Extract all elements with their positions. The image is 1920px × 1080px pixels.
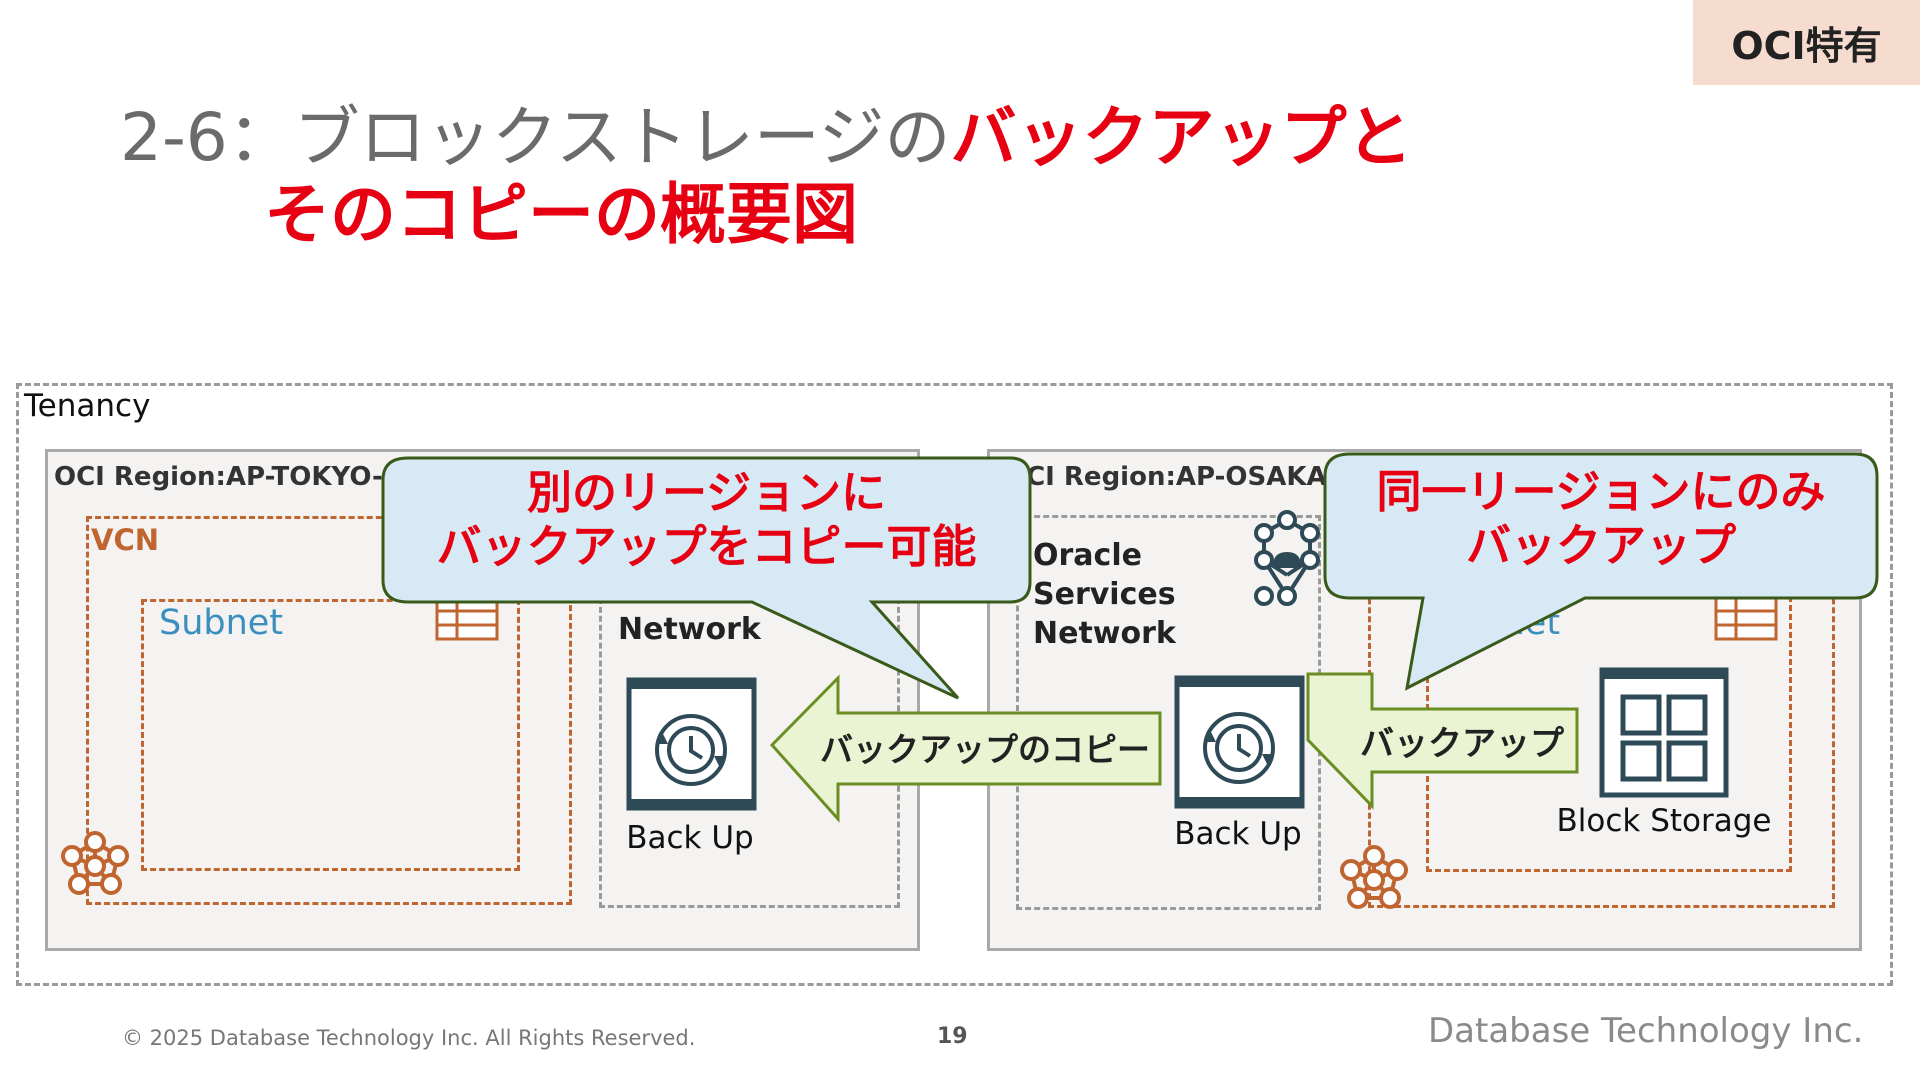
callout-right-line-1: 同一リージョンにのみ: [1376, 465, 1826, 518]
callout-right-text: 同一リージョンにのみ バックアップ: [1325, 465, 1877, 573]
arrow-backup-label: バックアップ: [1360, 724, 1564, 764]
arrow-copy-label: バックアップのコピー: [820, 730, 1150, 769]
callout-right-line-2: バックアップ: [1465, 519, 1736, 572]
callout-left-line-1: 別のリージョンに: [526, 466, 887, 519]
security-list-icon-osaka: [1714, 595, 1778, 641]
block-storage-label: Block Storage: [1556, 803, 1772, 839]
page-number: 19: [937, 1024, 968, 1049]
vcn-icon-osaka: [1340, 845, 1408, 909]
oci-specific-tag: OCI特有: [1693, 0, 1920, 85]
tenancy-box: [16, 383, 1893, 986]
security-list-icon-tokyo: [435, 595, 499, 641]
osn-label-line-2: Services: [1033, 577, 1176, 612]
block-storage-icon: [1599, 667, 1729, 798]
region-tokyo-label: OCI Region:AP-TOKYO-1: [54, 462, 401, 492]
backup-label-osaka: Back Up: [1174, 816, 1302, 852]
backup-icon-tokyo: [626, 677, 757, 811]
footer-brand-logo: Database Technology Inc.: [1428, 1011, 1864, 1051]
slide-title: 2-6：ブロックストレージのバックアップと: [120, 98, 1413, 178]
arrow-backup: [1306, 672, 1579, 810]
arrow-backup-copy: [769, 674, 1162, 823]
callout-right-shape: [1323, 452, 1879, 691]
tenancy-label: Tenancy: [24, 388, 151, 424]
callout-left-text: 別のリージョンに バックアップをコピー可能: [383, 466, 1030, 574]
slide-title-line2: そのコピーの概要図: [264, 176, 858, 253]
osn-label-osaka: Oracle Services Network: [1033, 536, 1176, 653]
oracle-services-network-icon: [1254, 510, 1320, 606]
title-highlight: バックアップと: [950, 99, 1413, 176]
osn-label-line-3: Network: [1033, 616, 1176, 651]
callout-left-line-2: バックアップをコピー可能: [436, 520, 977, 573]
footer-copyright: © 2025 Database Technology Inc. All Righ…: [122, 1026, 696, 1050]
subnet-label: Subnet: [159, 603, 284, 643]
callout-left-shape: [381, 456, 1032, 700]
region-osaka-label: OCI Region:AP-OSAKA-1: [1004, 462, 1356, 492]
vcn-label: VCN: [91, 523, 159, 557]
vcn-box-tokyo: [86, 516, 572, 905]
backup-label-tokyo: Back Up: [626, 820, 754, 856]
osn-label-tokyo: Network: [618, 612, 761, 647]
title-prefix: 2-6：ブロックストレージの: [120, 99, 951, 176]
backup-icon-osaka: [1174, 675, 1305, 809]
subnet-box-tokyo: [141, 599, 520, 871]
osn-label-line-1: Oracle: [1033, 538, 1142, 573]
vcn-icon-tokyo: [61, 831, 129, 895]
